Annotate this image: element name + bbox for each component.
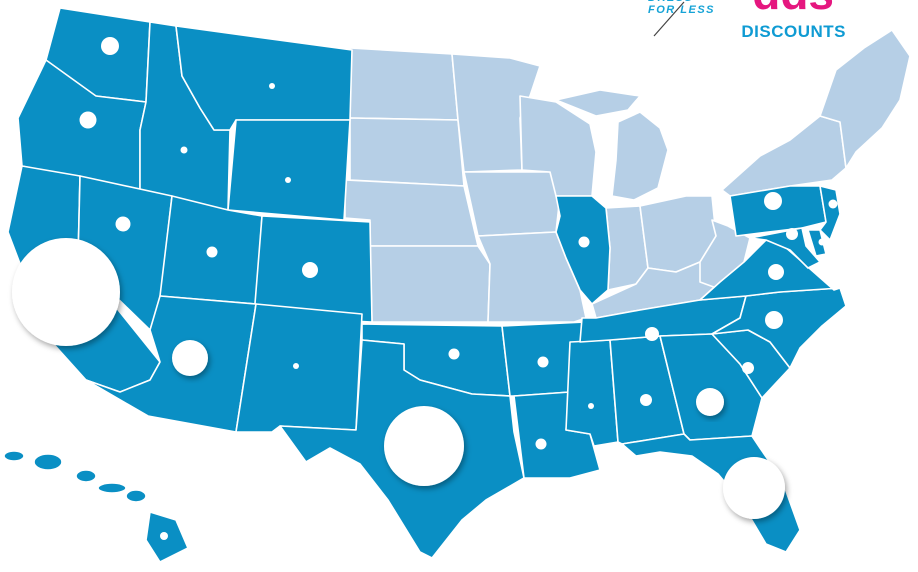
marker-hawaii[interactable] [160,532,168,540]
marker-florida[interactable] [723,457,785,519]
marker-virginia[interactable] [768,264,784,280]
logo-slash-icon [653,1,685,37]
store-markers [12,37,838,540]
state-south-dakota[interactable] [349,117,465,187]
marker-oregon[interactable] [79,111,97,129]
marker-california[interactable] [12,238,120,346]
marker-pennsylvania[interactable] [764,192,782,210]
state-kansas[interactable] [369,245,491,323]
marker-utah[interactable] [206,246,218,258]
state-illinois[interactable] [555,195,611,305]
marker-mississippi[interactable] [588,403,594,409]
marker-delaware[interactable] [818,238,826,246]
state-new-jersey[interactable] [819,185,841,241]
marker-tennessee[interactable] [645,327,659,341]
marker-montana[interactable] [269,83,275,89]
marker-north-carolina[interactable] [765,311,783,329]
marker-maryland[interactable] [786,228,798,240]
inactive-states [344,29,911,323]
marker-new-mexico[interactable] [293,363,299,369]
marker-oklahoma[interactable] [448,348,460,360]
state-north-dakota[interactable] [349,47,459,121]
marker-arkansas[interactable] [537,356,549,368]
logo-subtitle: DISCOUNTS [741,22,846,41]
marker-new-jersey[interactable] [828,199,838,209]
marker-nevada[interactable] [115,216,131,232]
state-delaware[interactable] [807,229,827,257]
marker-washington[interactable] [101,37,119,55]
marker-louisiana[interactable] [535,438,547,450]
state-montana[interactable] [175,25,353,131]
marker-colorado[interactable] [302,262,318,278]
marker-idaho[interactable] [180,146,188,154]
state-michigan[interactable] [555,89,669,201]
state-iowa[interactable] [463,171,561,237]
marker-texas[interactable] [384,406,464,486]
marker-georgia[interactable] [696,388,724,416]
marker-south-carolina[interactable] [742,362,754,374]
state-new-mexico[interactable] [235,303,363,433]
state-mississippi[interactable] [565,339,619,447]
marker-wyoming[interactable] [285,177,291,183]
state-hawaii[interactable] [3,450,189,563]
state-new-york[interactable] [721,115,847,197]
marker-alabama[interactable] [640,394,652,406]
marker-arizona[interactable] [172,340,208,376]
logo-tagline: DRESS FOR LESS [648,0,716,16]
state-new-england[interactable] [819,29,911,169]
dds-discounts-logo[interactable]: DRESS FOR LESS dds DISCOUNTS [648,0,848,50]
state-pennsylvania[interactable] [729,185,827,237]
logo-brand: dds [752,0,834,16]
state-maryland[interactable] [749,227,821,269]
marker-illinois[interactable] [578,236,590,248]
active-states [3,7,847,563]
state-wyoming[interactable] [227,119,351,221]
